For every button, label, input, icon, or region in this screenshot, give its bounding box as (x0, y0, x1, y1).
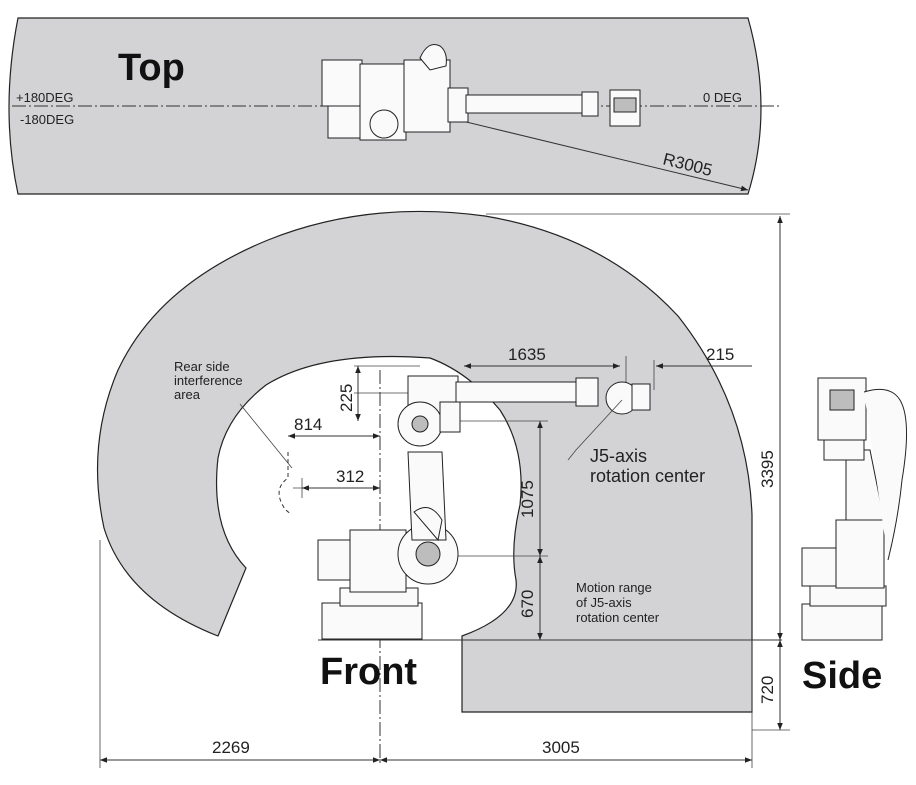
dim-215: 215 (706, 345, 734, 364)
dim-720: 720 (758, 676, 777, 704)
note-j5-center: J5-axis rotation center (590, 446, 705, 486)
note-motion-line-1: Motion range (576, 580, 652, 595)
rear-interference-leader (239, 403, 293, 469)
dim-312: 312 (336, 467, 364, 486)
side-view-title: Side (802, 655, 882, 697)
note-rear-line-2: interference (174, 373, 243, 388)
top-angle-zero-label: 0 DEG (703, 90, 742, 105)
dim-670: 670 (518, 590, 537, 618)
top-view-robot (321, 44, 641, 141)
side-view-robot (801, 377, 907, 641)
front-view: 1635 215 225 814 312 1075 670 3395 720 2… (96, 210, 790, 768)
dim-1075: 1075 (518, 480, 537, 518)
dim-1635: 1635 (508, 345, 546, 364)
dim-3395: 3395 (758, 450, 777, 488)
note-rear-line-1: Rear side (174, 359, 230, 374)
front-view-robot (317, 375, 651, 640)
side-view: Side (801, 377, 907, 697)
note-j5-line-1: J5-axis (590, 446, 647, 466)
note-motion-line-2: of J5-axis (576, 595, 632, 610)
note-motion-line-3: rotation center (576, 610, 660, 625)
top-view-title: Top (118, 47, 185, 89)
note-rear-line-3: area (174, 387, 201, 402)
top-angle-negative-label: -180DEG (20, 112, 74, 127)
note-rear-interference: Rear side interference area (174, 359, 243, 402)
dim-225: 225 (337, 384, 356, 412)
dim-2269: 2269 (212, 738, 250, 757)
top-angle-positive-label: +180DEG (16, 90, 73, 105)
note-motion-range: Motion range of J5-axis rotation center (576, 580, 660, 625)
rear-interference-area (278, 452, 293, 515)
front-view-motion-range (96, 210, 753, 713)
dim-814: 814 (294, 415, 322, 434)
top-view: Top +180DEG -180DEG 0 DEG R3005 (8, 17, 782, 195)
j5-center-leader (567, 399, 623, 461)
front-view-title: Front (320, 651, 417, 693)
dim-3005: 3005 (542, 738, 580, 757)
note-j5-line-2: rotation center (590, 466, 705, 486)
